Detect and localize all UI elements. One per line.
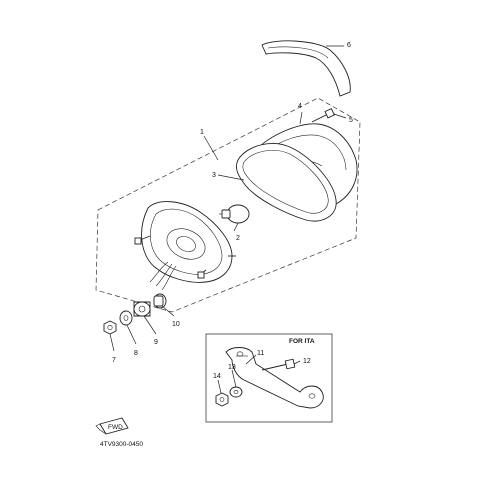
- part-1-housing: [134, 201, 236, 291]
- callout-6: 6: [347, 42, 351, 49]
- part-9-spacer: [133, 301, 151, 317]
- part-3-gasket: [235, 143, 337, 222]
- leader-lines: [109, 45, 347, 394]
- variant-box-ita: [205, 333, 333, 423]
- part-2-bulb: [219, 204, 250, 224]
- callout-12: 12: [303, 358, 311, 365]
- callout-9: 9: [154, 339, 158, 346]
- callout-5: 5: [349, 117, 353, 124]
- callout-3: 3: [212, 172, 216, 179]
- callout-8: 8: [134, 350, 138, 357]
- part-6-cover: [261, 40, 351, 97]
- part-10-grommet: [153, 293, 167, 309]
- part-5-screw: [311, 107, 335, 123]
- front-direction-marker: FWD: [95, 417, 129, 435]
- callout-10: 10: [172, 321, 180, 328]
- part-8-washer: [119, 310, 133, 326]
- callout-2: 2: [236, 235, 240, 242]
- callout-4: 4: [298, 103, 302, 110]
- callout-13: 13: [228, 364, 236, 371]
- drawing-number: 4TV9300-0450: [100, 441, 143, 448]
- callout-14: 14: [213, 373, 221, 380]
- callout-11: 11: [257, 350, 264, 357]
- part-7-nut: [103, 320, 117, 335]
- assembly-boundary: [95, 97, 361, 313]
- callout-1: 1: [200, 129, 204, 136]
- front-marker-text: FWD: [108, 424, 123, 431]
- variant-box-label: FOR ITA: [289, 338, 315, 345]
- callout-7: 7: [112, 357, 116, 364]
